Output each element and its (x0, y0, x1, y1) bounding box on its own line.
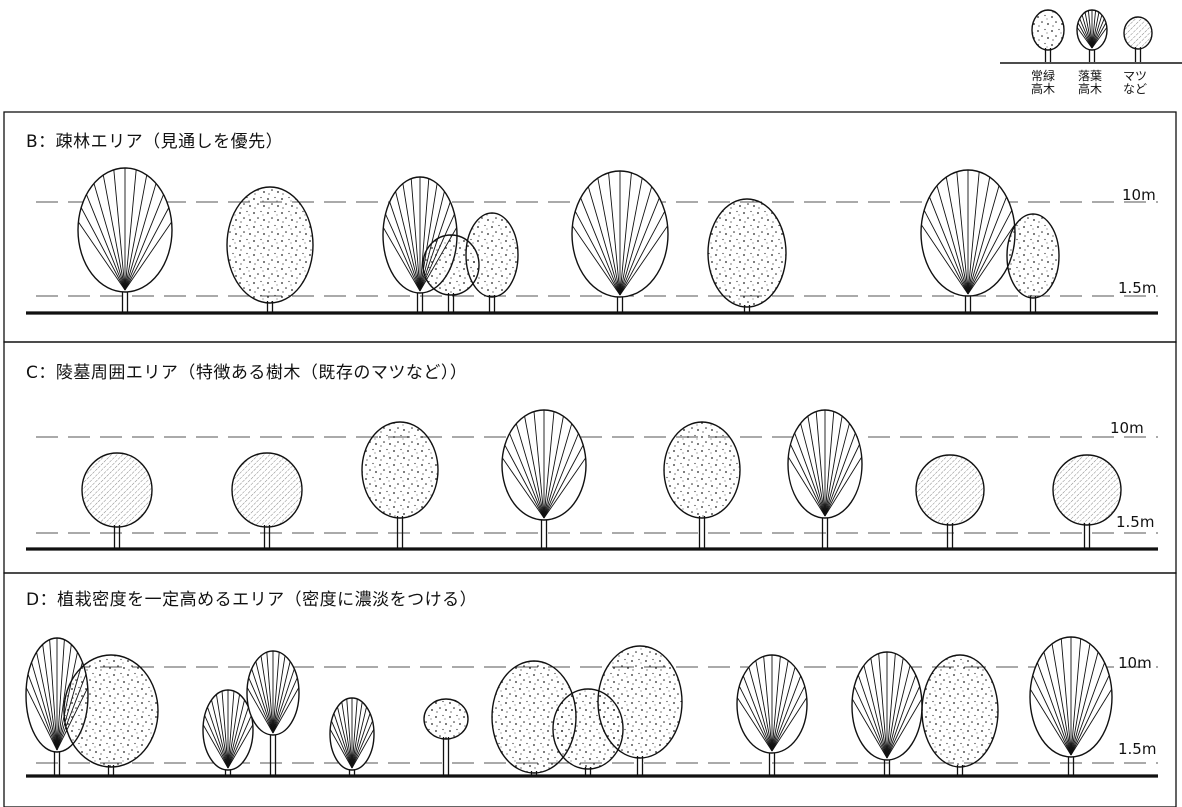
deciduous-tree-icon (501, 409, 587, 549)
evergreen-tree-icon (361, 421, 439, 549)
evergreen-tree-icon (707, 198, 787, 313)
panel-c (3, 341, 1177, 574)
pine-tree-icon (1123, 16, 1153, 62)
panel-d-title: D：植栽密度を一定高めるエリア（密度に濃淡をつける） (26, 590, 478, 610)
deciduous-tree-icon (329, 697, 375, 776)
deciduous-tree-icon (571, 170, 669, 313)
evergreen-tree-icon (226, 186, 314, 313)
pine-tree-icon (231, 452, 303, 549)
panel-frame (3, 572, 1177, 807)
panel-b-title: B：疎林エリア（見通しを優先） (26, 132, 284, 152)
tree-row (25, 636, 1113, 776)
pine-tree-icon (915, 454, 985, 549)
deciduous-tree-icon (1076, 9, 1108, 62)
height-label-1-5m: 1.5m (1118, 740, 1157, 758)
height-label-1-5m: 1.5m (1116, 513, 1155, 531)
height-label-10m: 10m (1118, 654, 1152, 672)
evergreen-tree-icon (663, 421, 741, 549)
panel-d (3, 572, 1177, 807)
evergreen-tree-icon (1031, 9, 1065, 62)
tree-row (81, 409, 1122, 549)
deciduous-tree-icon (246, 650, 300, 776)
evergreen-tree-icon (423, 698, 469, 776)
legend-deciduous-label: 落葉高木 (1077, 69, 1102, 96)
legend-pine-label: マツなど (1122, 69, 1147, 96)
legend (1000, 9, 1182, 64)
deciduous-tree-icon (77, 167, 173, 313)
evergreen-tree-icon (597, 645, 683, 776)
deciduous-tree-icon (1029, 636, 1113, 776)
evergreen-tree-icon (1006, 213, 1060, 313)
deciduous-tree-icon (920, 169, 1016, 313)
tree-row (77, 167, 1060, 313)
deciduous-tree-icon (736, 654, 808, 776)
panel-b (3, 111, 1177, 343)
evergreen-tree-icon (63, 654, 159, 776)
height-label-10m: 10m (1110, 419, 1144, 437)
evergreen-tree-icon (465, 212, 519, 313)
pine-tree-icon (81, 452, 153, 549)
height-label-10m: 10m (1122, 186, 1156, 204)
legend-evergreen-label: 常緑高木 (1030, 69, 1055, 96)
evergreen-tree-icon (921, 654, 999, 776)
pine-tree-icon (1052, 454, 1122, 549)
panel-c-title: C：陵墓周囲エリア（特徴ある樹木（既存のマツなど）） (26, 363, 468, 383)
deciduous-tree-icon (787, 409, 863, 549)
deciduous-tree-icon (851, 651, 923, 776)
height-label-1-5m: 1.5m (1118, 279, 1157, 297)
